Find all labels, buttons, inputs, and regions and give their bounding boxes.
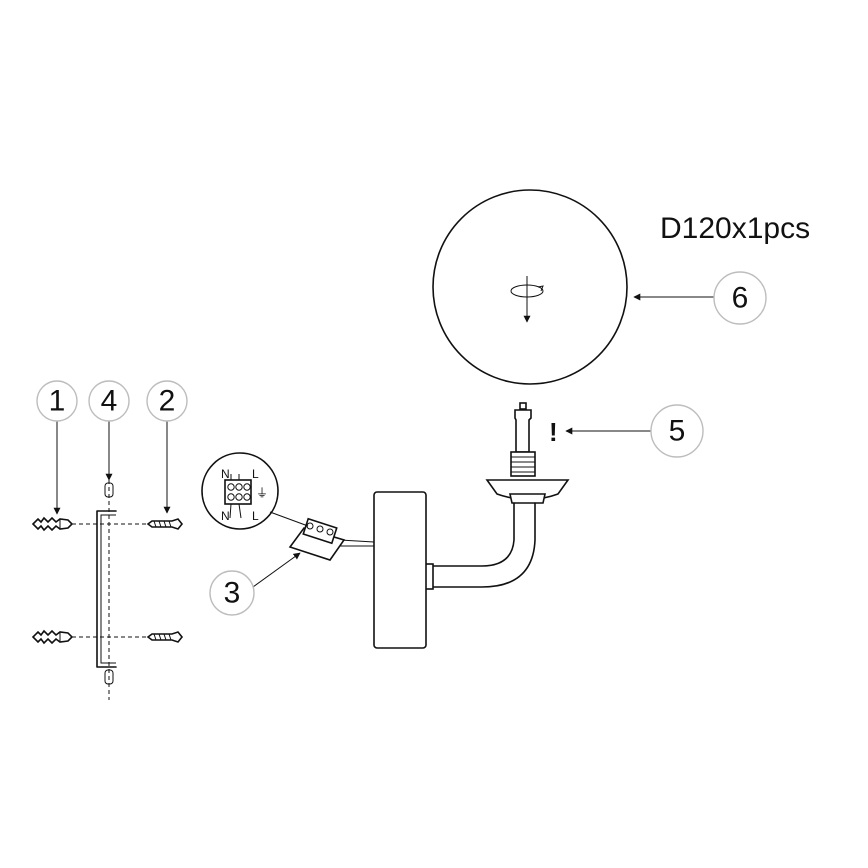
callout-6: 6 bbox=[713, 271, 767, 325]
callout-2: 2 bbox=[146, 380, 188, 422]
callout-4: 4 bbox=[88, 380, 130, 422]
caution-mark: ! bbox=[549, 417, 558, 447]
svg-text:3: 3 bbox=[224, 577, 241, 610]
terminal-label-l-lower: L bbox=[252, 509, 259, 523]
wall-base bbox=[373, 491, 427, 649]
screw-top bbox=[146, 518, 184, 530]
wall-plug-bottom bbox=[31, 629, 74, 645]
terminal-block bbox=[288, 517, 346, 561]
terminal-label-n: N bbox=[221, 467, 230, 481]
svg-text:6: 6 bbox=[732, 282, 749, 315]
curved-arm bbox=[424, 502, 536, 590]
terminal-detail: N L ⏚ N L bbox=[201, 452, 309, 530]
svg-text:5: 5 bbox=[669, 415, 686, 448]
wall-plug-top bbox=[31, 516, 74, 532]
glass-globe bbox=[432, 189, 628, 385]
screw-bottom bbox=[146, 631, 184, 643]
terminal-label-l: L bbox=[252, 467, 259, 481]
terminal-label-ground: ⏚ bbox=[256, 486, 268, 500]
callout-3: 3 bbox=[209, 570, 255, 616]
terminal-label-n-lower: N bbox=[221, 509, 230, 523]
lamp-holder-cup bbox=[485, 479, 570, 504]
leader-3 bbox=[252, 552, 301, 588]
spec-label: D120x1pcs bbox=[660, 212, 810, 245]
rotate-icon bbox=[510, 276, 544, 323]
callout-1: 1 bbox=[36, 380, 78, 422]
bracket-hole-top bbox=[104, 482, 114, 685]
callout-5: 5 bbox=[650, 404, 704, 458]
svg-text:1: 1 bbox=[49, 385, 66, 418]
mounting-bracket bbox=[96, 510, 117, 668]
bulb bbox=[510, 402, 536, 477]
svg-text:2: 2 bbox=[159, 385, 176, 418]
svg-text:4: 4 bbox=[101, 385, 118, 418]
